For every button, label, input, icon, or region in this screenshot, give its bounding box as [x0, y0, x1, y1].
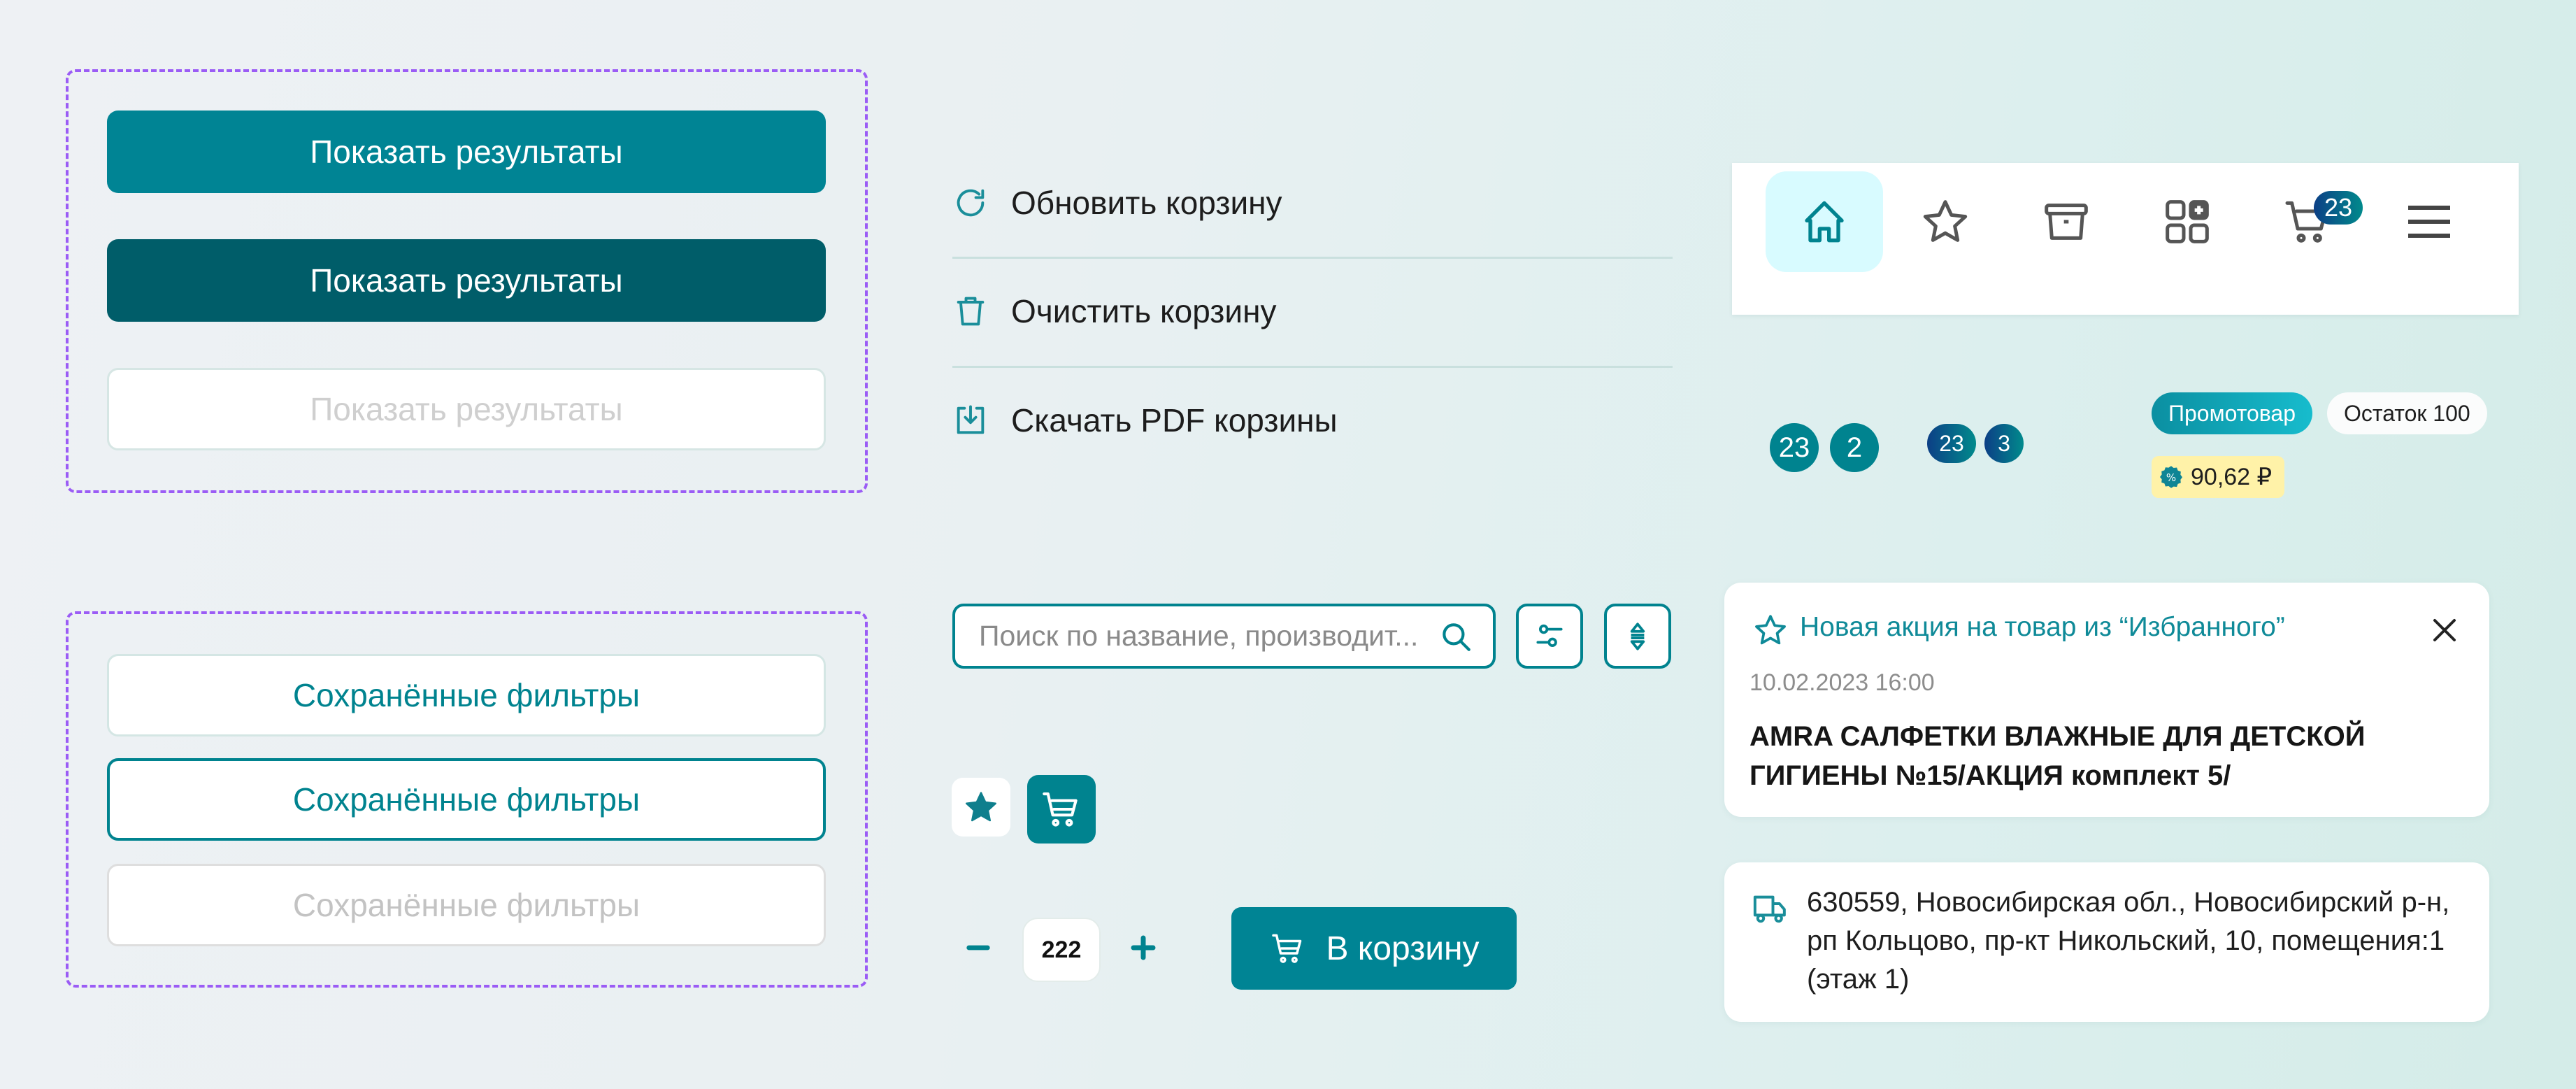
plus-icon: [1131, 935, 1156, 960]
sliders-icon: [1536, 624, 1563, 647]
home-icon: [1805, 201, 1844, 243]
cart-icon: [1272, 934, 1302, 963]
refresh-icon: [957, 189, 985, 217]
add-to-favorites-button[interactable]: [952, 778, 1010, 837]
quantity-stepper[interactable]: 222: [1022, 918, 1101, 982]
nav-menu[interactable]: [2370, 171, 2488, 272]
add-to-cart-label: В корзину: [1326, 930, 1480, 967]
nav-orders[interactable]: [2008, 171, 2125, 272]
search-field[interactable]: [952, 604, 1496, 669]
stock-chip: Остаток 100: [2327, 392, 2487, 434]
delivery-truck-icon: [1753, 895, 1786, 923]
download-pdf-action[interactable]: Скачать PDF корзины: [952, 392, 1673, 448]
search-icon[interactable]: [1438, 619, 1473, 654]
counter-badge: 23: [1770, 423, 1819, 472]
counter-badge-gradient: 3: [1984, 424, 2024, 463]
discount-badge-icon: %: [2159, 466, 2183, 488]
price-value: 90,62 ₽: [2191, 464, 2273, 490]
notification-date: 10.02.2023 16:00: [1749, 669, 1935, 696]
cart-count-badge: 23: [2314, 191, 2363, 225]
svg-text:%: %: [2166, 471, 2176, 484]
notification-title: Новая акция на товар из “Избранного”: [1800, 612, 2285, 642]
delivery-address-card[interactable]: 630559, Новосибирская обл., Новосибирски…: [1724, 862, 2489, 1022]
star-icon: [1923, 200, 1968, 242]
cart-icon-button[interactable]: [1027, 775, 1096, 844]
primary-buttons-group: [66, 69, 868, 493]
archive-box-icon: [2045, 204, 2088, 240]
clear-cart-label: Очистить корзину: [1011, 293, 1277, 329]
nav-home[interactable]: [1766, 171, 1883, 272]
hamburger-menu-icon: [2408, 206, 2450, 238]
divider: [952, 257, 1673, 259]
promo-chip: Промотовар: [2152, 392, 2313, 434]
divider: [952, 366, 1673, 368]
search-input[interactable]: [979, 620, 1438, 653]
secondary-buttons-group: [66, 611, 868, 988]
sort-button[interactable]: [1604, 604, 1671, 669]
filter-settings-button[interactable]: [1516, 604, 1583, 669]
nav-catalog[interactable]: [2128, 171, 2246, 272]
grid-plus-icon: [2166, 200, 2209, 243]
saved-filters-button[interactable]: Сохранённые фильтры: [107, 654, 826, 736]
clear-cart-action[interactable]: Очистить корзину: [952, 283, 1673, 339]
show-results-button-disabled: Показать результаты: [107, 368, 826, 450]
bottom-navigation-bar: 23: [1732, 163, 2519, 315]
add-to-cart-button[interactable]: В корзину: [1231, 907, 1517, 990]
cart-icon: [1043, 792, 1078, 827]
counter-badge-gradient: 23: [1927, 424, 1976, 463]
counter-badge: 2: [1830, 423, 1879, 472]
quantity-decrease-button[interactable]: [954, 923, 1003, 972]
refresh-cart-label: Обновить корзину: [1011, 185, 1282, 221]
notification-body: AMRA САЛФЕТКИ ВЛАЖНЫЕ ДЛЯ ДЕТСКОЙ ГИГИЕН…: [1749, 721, 2366, 791]
show-results-button-pressed[interactable]: Показать результаты: [107, 239, 826, 322]
trash-icon: [957, 297, 985, 326]
nav-cart[interactable]: 23: [2249, 171, 2367, 272]
saved-filters-button-focused[interactable]: Сохранённые фильтры: [107, 758, 826, 841]
star-icon: [1755, 615, 1786, 645]
star-filled-icon: [966, 792, 996, 822]
close-icon[interactable]: [2428, 613, 2461, 647]
delivery-address-text: 630559, Новосибирская обл., Новосибирски…: [1807, 887, 2450, 995]
sort-icon: [1630, 622, 1645, 650]
quantity-increase-button[interactable]: [1119, 923, 1168, 972]
minus-icon: [966, 945, 990, 951]
saved-filters-button-disabled: Сохранённые фильтры: [107, 864, 826, 946]
refresh-cart-action[interactable]: Обновить корзину: [952, 175, 1673, 231]
nav-favorites[interactable]: [1887, 171, 2004, 272]
download-pdf-label: Скачать PDF корзины: [1011, 402, 1338, 439]
download-icon: [957, 405, 985, 434]
show-results-button[interactable]: Показать результаты: [107, 111, 826, 193]
discount-price-chip: % 90,62 ₽: [2152, 456, 2285, 498]
notification-card: Новая акция на товар из “Избранного” 10.…: [1724, 583, 2489, 817]
